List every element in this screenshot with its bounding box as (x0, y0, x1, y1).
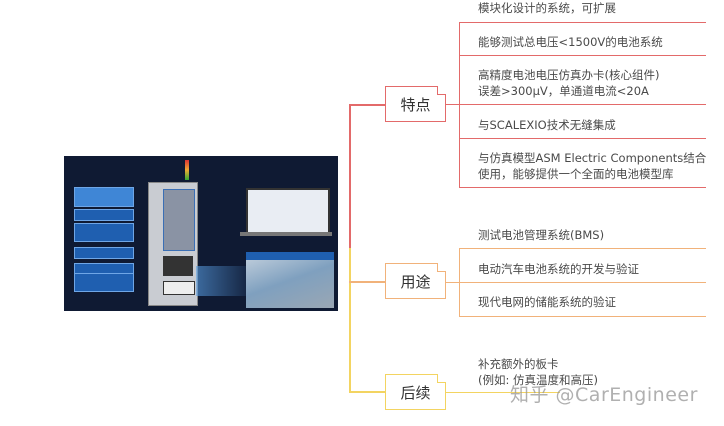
node-features[interactable]: 特点 (385, 86, 446, 122)
image-callout (74, 273, 134, 292)
feature-item: 能够测试总电压<1500V的电池系统 (478, 35, 663, 49)
image-callout (74, 209, 134, 221)
battery-hil-system-image (64, 156, 338, 311)
node-label: 用途 (400, 272, 431, 291)
battery-model-render (246, 252, 334, 308)
connector-main (349, 248, 351, 393)
image-callout (74, 187, 134, 207)
signal-light-icon (185, 160, 189, 180)
use-item: 电动汽车电池系统的开发与验证 (478, 262, 639, 276)
cabinet (148, 182, 198, 306)
node-future[interactable]: 后续 (385, 374, 446, 410)
image-callout (74, 247, 134, 259)
connector-features (349, 105, 351, 248)
feature-item: 高精度电池电压仿真办卡(核心组件) 误差>300μV，单通道电流<20A (478, 68, 660, 98)
feature-item: 与SCALEXIO技术无缝集成 (478, 118, 616, 132)
node-label: 特点 (400, 95, 431, 114)
use-item: 测试电池管理系统(BMS) (478, 228, 605, 242)
watermark: 知乎 @CarEngineer (510, 384, 698, 406)
feature-item: 模块化设计的系统，可扩展 (478, 1, 616, 15)
note-fold-icon (437, 86, 446, 95)
future-item: 补充额外的板卡 (例如: 仿真温度和高压) (478, 357, 599, 387)
feature-item: 与仿真模型ASM Electric Components结合 使用，能够提供一个… (478, 151, 707, 181)
node-label: 后续 (400, 383, 431, 402)
laptop-screen (246, 188, 330, 234)
node-uses[interactable]: 用途 (385, 263, 446, 299)
image-callout (74, 223, 134, 242)
note-fold-icon (437, 263, 446, 272)
note-fold-icon (437, 374, 446, 383)
use-item: 现代电网的储能系统的验证 (478, 295, 616, 309)
laptop-base (240, 232, 332, 236)
